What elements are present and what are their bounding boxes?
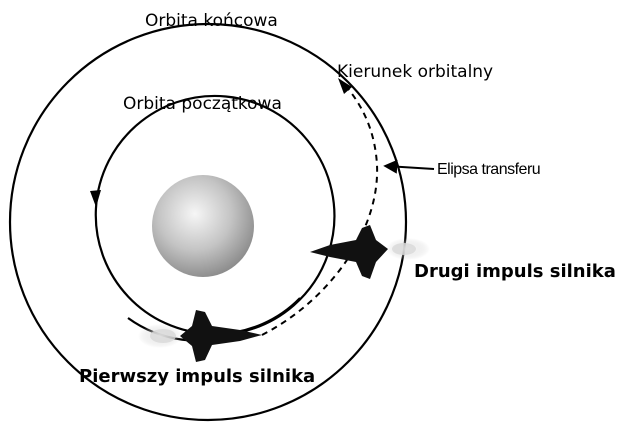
second-burn-label: Drugi impuls silnika: [414, 261, 616, 282]
transfer-ellipse-path: [262, 85, 377, 335]
second-ship-group: [310, 225, 430, 279]
planet-icon: [152, 175, 254, 277]
transfer-ellipse-label: Elipsa transferu: [437, 161, 540, 178]
initial-orbit-arrow: [90, 190, 101, 207]
space-shuttle-icon: [180, 310, 262, 362]
first-ship-exhaust-core: [150, 329, 176, 343]
second-ship-exhaust-core: [392, 243, 416, 255]
first-burn-label: Pierwszy impuls silnika: [79, 366, 315, 387]
transfer-ellipse-pointer: [386, 166, 434, 169]
final-orbit-label: Orbita końcowa: [145, 11, 278, 31]
initial-orbit-label: Orbita początkowa: [123, 94, 282, 114]
orbital-direction-label: Kierunek orbitalny: [337, 62, 493, 82]
